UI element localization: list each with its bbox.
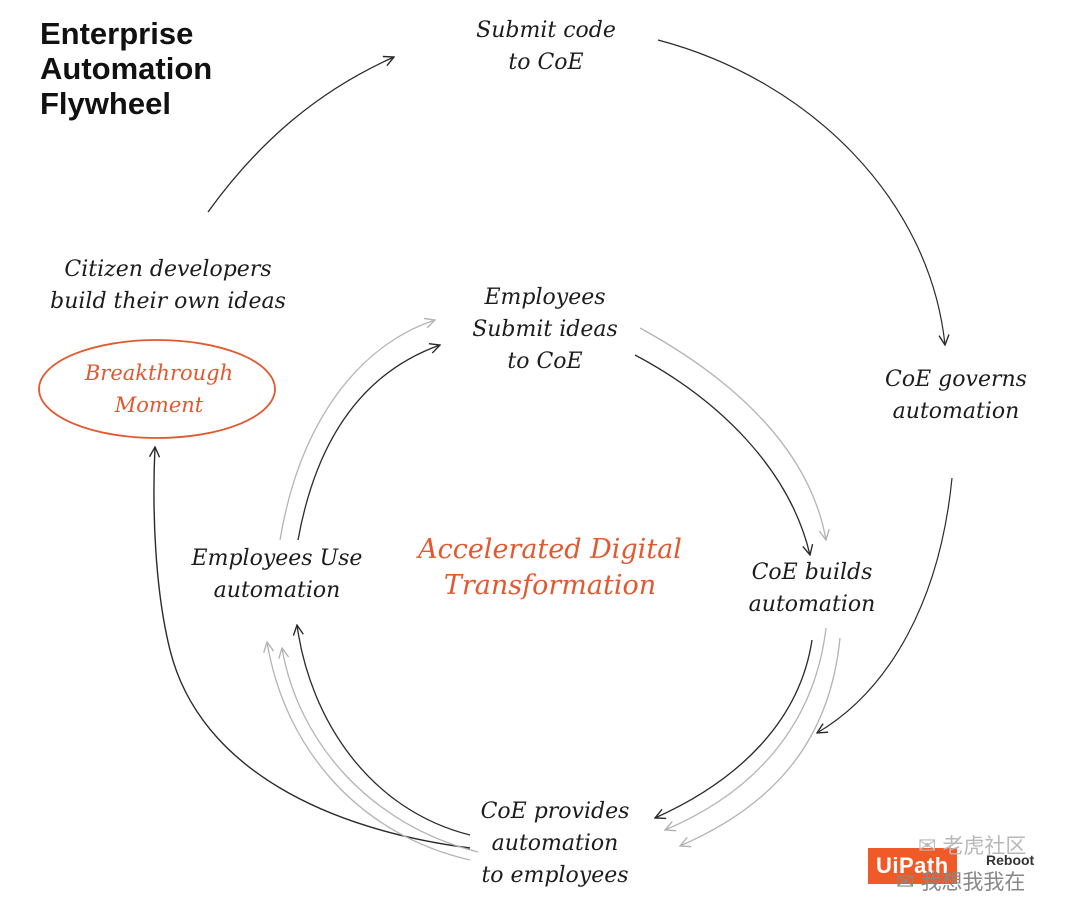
arrow-ghost-use-to-submit xyxy=(279,320,435,541)
diagram-title: Enterprise Automation Flywheel xyxy=(40,16,212,121)
node-text: Employees Use xyxy=(191,546,363,571)
node-text: CoE provides xyxy=(480,799,630,824)
breakthrough-ellipse xyxy=(38,339,276,439)
title-line: Flywheel xyxy=(40,86,171,121)
chat-bubble-icon: ✉ xyxy=(918,834,937,859)
logo-reboot-text: Reboot xyxy=(986,852,1035,868)
node-submit-code: Submit code to CoE xyxy=(476,15,616,79)
node-text: automation xyxy=(491,831,619,856)
node-text: build their own ideas xyxy=(50,289,286,314)
breakthrough-text: Moment xyxy=(114,393,204,417)
node-text: to employees xyxy=(481,863,629,888)
node-employees-submit-ideas: Employees Submit ideas to CoE xyxy=(472,282,618,378)
node-text: automation xyxy=(213,578,341,603)
node-text: Submit ideas xyxy=(472,317,618,342)
watermark-bottom-text: 我想我我在 xyxy=(920,870,1026,894)
node-text: CoE builds xyxy=(751,560,873,585)
arrow-ghost-provides-to-use-2 xyxy=(282,648,479,853)
node-text: Citizen developers xyxy=(64,257,272,282)
node-coe-governs: CoE governs automation xyxy=(885,364,1027,428)
node-text: Employees xyxy=(484,285,606,310)
arrow-submit-to-governs xyxy=(657,39,945,345)
chat-bubble-icon: ✉ xyxy=(896,870,915,895)
node-citizen-developers: Citizen developers build their own ideas xyxy=(50,254,286,318)
arrow-ghost-builds-to-provides-1 xyxy=(665,627,827,830)
arrow-provides-to-breakthrough xyxy=(154,447,471,849)
arrow-ghost-submit-to-builds xyxy=(639,327,826,540)
arrow-citizen-to-submit xyxy=(207,57,394,213)
breakthrough-text: Breakthrough xyxy=(84,361,234,385)
arrow-ghost-builds-to-provides-2 xyxy=(680,637,841,846)
center-label: Accelerated Digital Transformation xyxy=(418,532,682,604)
title-line: Enterprise xyxy=(40,16,194,51)
arrow-provides-to-use xyxy=(297,625,471,836)
watermark-bottom: ✉我想我我在 xyxy=(896,866,1025,896)
watermark-top: ✉老虎社区 xyxy=(918,830,1026,860)
breakthrough-moment-label: Breakthrough Moment xyxy=(85,357,233,421)
logo-mark: UiPath xyxy=(868,848,957,884)
node-text: to CoE xyxy=(508,50,584,75)
arrow-governs-to-provides xyxy=(817,477,953,733)
node-text: automation xyxy=(892,399,1020,424)
node-employees-use: Employees Use automation xyxy=(192,543,363,607)
uipath-logo: UiPath Reboot xyxy=(868,848,1034,884)
node-text: Submit code xyxy=(476,18,616,43)
node-coe-builds: CoE builds automation xyxy=(749,557,876,621)
watermark-top-text: 老虎社区 xyxy=(942,834,1027,858)
arrow-use-to-submit-ideas xyxy=(297,345,440,541)
arrow-builds-to-provides xyxy=(655,639,813,818)
arrow-submit-ideas-to-builds xyxy=(634,354,810,555)
node-text: CoE governs xyxy=(885,367,1027,392)
node-coe-provides: CoE provides automation to employees xyxy=(481,796,630,892)
center-text: Transformation xyxy=(443,570,657,601)
title-line: Automation xyxy=(40,51,213,86)
node-text: automation xyxy=(748,592,876,617)
arrow-ghost-provides-to-use-1 xyxy=(267,642,471,861)
node-text: to CoE xyxy=(507,349,583,374)
center-text: Accelerated Digital xyxy=(418,534,682,565)
